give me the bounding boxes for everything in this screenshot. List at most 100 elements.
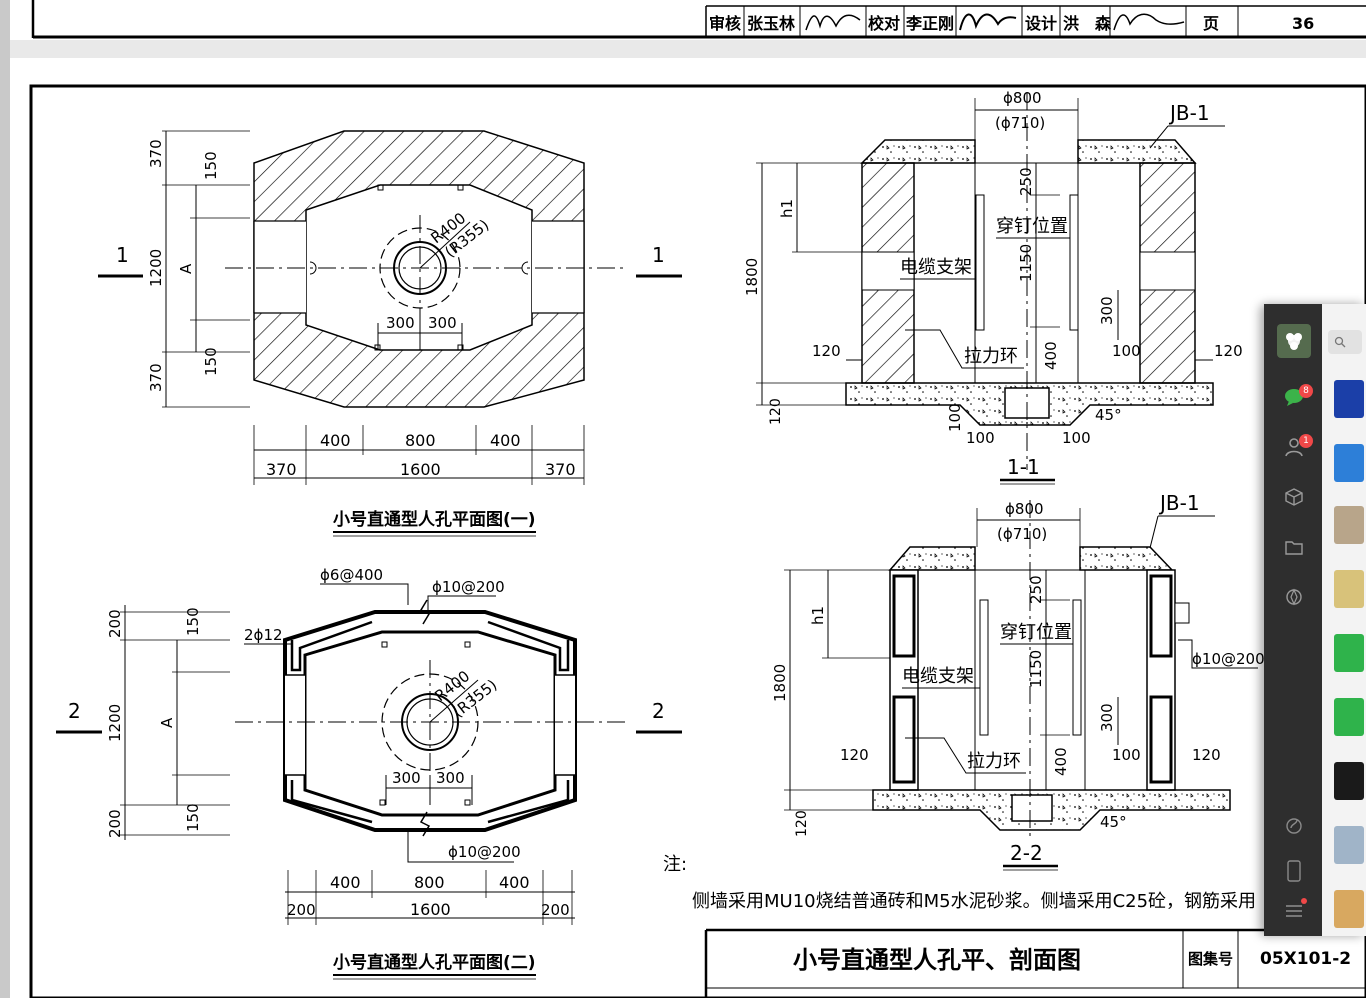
svg-text:1: 1 — [116, 243, 129, 267]
plan2-caption: 小号直通型人孔平面图(二) — [333, 952, 536, 973]
svg-text:A: A — [158, 717, 176, 728]
svg-text:电缆支架: 电缆支架 — [902, 666, 974, 687]
check-label: 校对 — [868, 14, 900, 33]
user-avatar[interactable] — [1277, 324, 1311, 358]
svg-text:150: 150 — [202, 151, 220, 180]
svg-text:400: 400 — [1042, 341, 1060, 370]
conversation-avatar-9[interactable] — [1334, 890, 1364, 928]
conversation-avatar-3[interactable] — [1334, 506, 1364, 544]
conversation-avatar-5[interactable] — [1334, 634, 1364, 672]
svg-text:800: 800 — [414, 873, 445, 892]
svg-text:100: 100 — [1112, 342, 1141, 360]
svg-text:ϕ10@200: ϕ10@200 — [432, 578, 505, 596]
menu-dot — [1301, 898, 1307, 904]
check-name: 李正刚 — [905, 14, 954, 33]
design-signature — [1113, 13, 1185, 31]
svg-text:1600: 1600 — [400, 460, 441, 479]
section-view-2-2: ϕ800 (ϕ710) JB-1 1800 120 h1 250 1150 40… — [771, 491, 1265, 871]
notes-label: 注: — [663, 854, 687, 875]
svg-text:ϕ800: ϕ800 — [1005, 500, 1044, 518]
svg-text:120: 120 — [768, 398, 784, 425]
svg-text:370: 370 — [545, 460, 576, 479]
notes-text: 侧墙采用MU10烧结普通砖和M5水泥砂浆。侧墙采用C25砼，钢筋采用 — [692, 891, 1256, 912]
svg-text:2ϕ12: 2ϕ12 — [244, 626, 283, 644]
svg-text:150: 150 — [184, 803, 202, 832]
conversation-avatar-2[interactable] — [1334, 444, 1364, 482]
conversation-avatar-4[interactable] — [1334, 570, 1364, 608]
page-separator — [10, 40, 1366, 58]
search-icon — [1334, 336, 1346, 348]
svg-text:45°: 45° — [1095, 406, 1122, 424]
svg-text:120: 120 — [1192, 746, 1221, 764]
conversation-avatar-1[interactable] — [1334, 380, 1364, 418]
svg-text:1-1: 1-1 — [1007, 455, 1040, 479]
plan-view-1: R400 (R355) 300 300 1 1 370 1200 370 — [98, 130, 682, 537]
svg-text:400: 400 — [490, 431, 521, 450]
svg-text:h1: h1 — [778, 199, 796, 218]
search-box[interactable] — [1328, 330, 1362, 354]
svg-text:100: 100 — [966, 429, 995, 447]
contacts-icon[interactable]: 1 — [1277, 430, 1313, 464]
drawing-title: 小号直通型人孔平、剖面图 — [793, 946, 1081, 974]
chat-app-nav: 8 1 — [1264, 304, 1322, 936]
moments-icon[interactable] — [1277, 580, 1311, 614]
conversation-avatar-7[interactable] — [1334, 762, 1364, 800]
svg-text:1600: 1600 — [410, 900, 451, 919]
chat-icon[interactable]: 8 — [1277, 380, 1313, 414]
left-scroll-gutter — [0, 0, 10, 998]
svg-text:1: 1 — [652, 243, 665, 267]
svg-text:120: 120 — [1214, 342, 1243, 360]
review-name: 张玉林 — [747, 14, 795, 33]
svg-text:400: 400 — [1052, 747, 1070, 776]
svg-text:200: 200 — [106, 809, 124, 838]
svg-text:A: A — [177, 263, 195, 274]
atlas-number: 05X101-2 — [1260, 949, 1351, 969]
svg-text:1800: 1800 — [743, 258, 761, 296]
svg-text:400: 400 — [330, 873, 361, 892]
mini-program-icon[interactable] — [1277, 809, 1311, 843]
page-label: 页 — [1203, 14, 1219, 33]
svg-text:2-2: 2-2 — [1010, 841, 1043, 865]
chat-app-sidebar: 8 1 — [1264, 304, 1366, 936]
notes: 注: 侧墙采用MU10烧结普通砖和M5水泥砂浆。侧墙采用C25砼，钢筋采用 — [663, 854, 1256, 912]
svg-text:150: 150 — [202, 347, 220, 376]
svg-text:2: 2 — [68, 699, 81, 723]
svg-text:ϕ10@200: ϕ10@200 — [448, 843, 521, 861]
menu-icon[interactable] — [1277, 894, 1311, 928]
svg-text:800: 800 — [405, 431, 436, 450]
svg-text:ϕ6@400: ϕ6@400 — [320, 566, 383, 584]
section-view-1-1: ϕ800 (ϕ710) JB-1 1800 120 h1 250 1150 40… — [743, 89, 1243, 485]
phone-icon[interactable] — [1277, 854, 1311, 888]
svg-text:JB-1: JB-1 — [1168, 101, 1210, 125]
svg-text:370: 370 — [147, 139, 165, 168]
review-label: 审核 — [709, 14, 741, 33]
svg-text:ϕ10@200: ϕ10@200 — [1192, 650, 1265, 668]
check-signature — [959, 13, 1017, 31]
svg-text:200: 200 — [287, 901, 316, 919]
bottom-title-block: 小号直通型人孔平、剖面图 图集号 05X101-2 — [704, 928, 1366, 998]
design-name: 洪 森 — [1063, 14, 1112, 33]
svg-text:200: 200 — [106, 609, 124, 638]
folder-icon[interactable] — [1277, 530, 1311, 564]
svg-text:300: 300 — [386, 314, 415, 332]
svg-text:250: 250 — [1017, 167, 1035, 196]
svg-text:300: 300 — [428, 314, 457, 332]
drawing-frame — [29, 84, 1366, 998]
svg-text:370: 370 — [266, 460, 297, 479]
design-label: 设计 — [1025, 14, 1057, 33]
top-title-block: 审核 张玉林 校对 李正刚 设计 洪 森 页 36 — [31, 0, 1366, 39]
conversation-avatar-8[interactable] — [1334, 826, 1364, 864]
atlas-label: 图集号 — [1188, 950, 1233, 968]
svg-text:120: 120 — [812, 342, 841, 360]
svg-text:拉力环: 拉力环 — [964, 346, 1018, 367]
svg-text:400: 400 — [499, 873, 530, 892]
svg-text:1200: 1200 — [147, 249, 165, 287]
svg-text:h1: h1 — [809, 606, 827, 625]
svg-text:120: 120 — [794, 810, 810, 837]
svg-text:(ϕ710): (ϕ710) — [997, 525, 1047, 543]
cube-icon[interactable] — [1277, 480, 1311, 514]
svg-text:120: 120 — [840, 746, 869, 764]
svg-text:300: 300 — [1098, 703, 1116, 732]
conversation-avatar-6[interactable] — [1334, 698, 1364, 736]
